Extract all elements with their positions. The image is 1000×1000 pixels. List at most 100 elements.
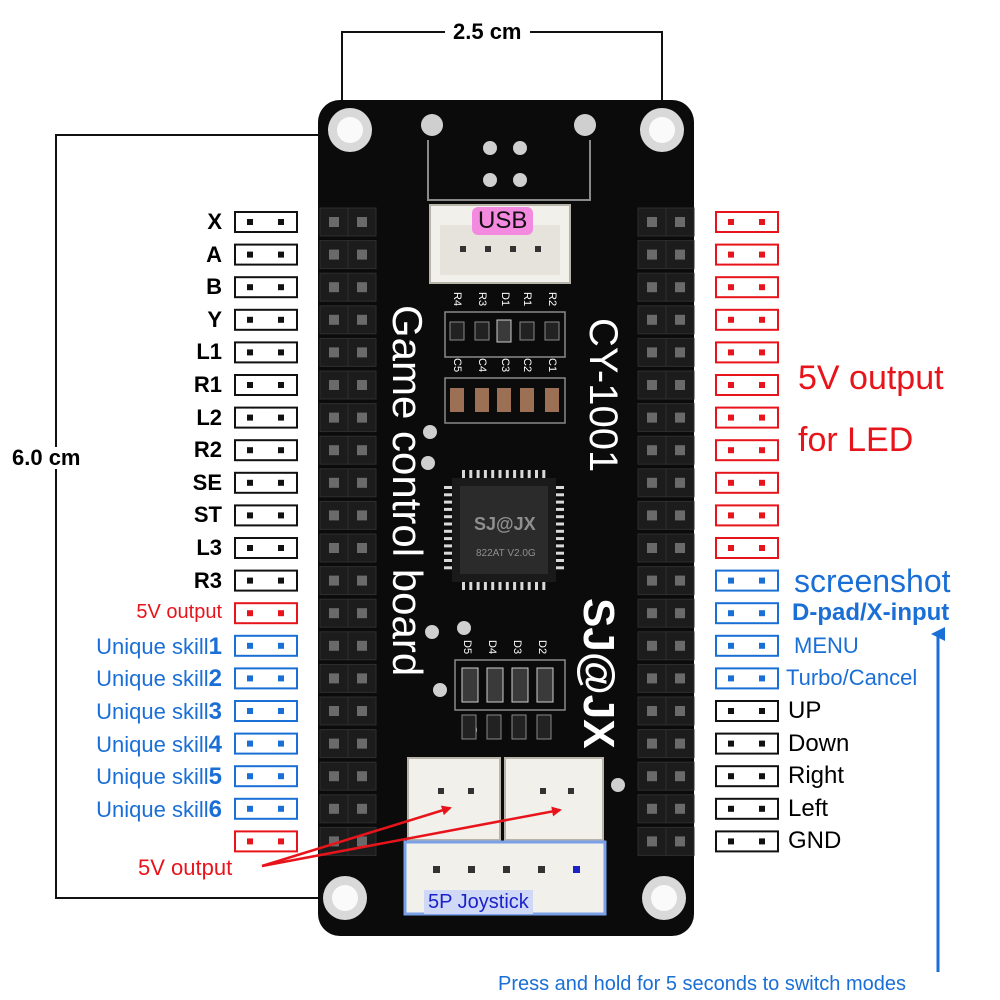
left-pin-label: Unique skill2 xyxy=(96,667,222,691)
mode-switch-note: Press and hold for 5 seconds to switch m… xyxy=(498,973,906,995)
left-pin-label-text: 5V output xyxy=(136,601,222,624)
left-pin-label-text: Unique skill xyxy=(96,666,209,692)
silkscreen-label: D3 xyxy=(511,640,523,654)
pin-box xyxy=(715,732,779,755)
right-pin-label: Right xyxy=(788,762,845,790)
right-pin-label: Left xyxy=(788,794,829,822)
left-pin-label-text: L2 xyxy=(196,404,222,430)
right-pin-boxes xyxy=(715,211,779,853)
chip-model: 822AT V2.0G xyxy=(476,548,536,559)
pin-box xyxy=(715,569,779,592)
left-pin-label-text: Unique skill xyxy=(96,731,209,757)
pin-box xyxy=(234,439,298,462)
pin-box xyxy=(234,308,298,331)
left-pin-boxes xyxy=(234,211,298,853)
skill-number: 3 xyxy=(208,698,222,725)
pin-box xyxy=(234,276,298,299)
board-model: CY-1001 xyxy=(581,318,625,472)
left-pin-label-text: L3 xyxy=(196,535,222,560)
joystick-label: 5P Joystick xyxy=(424,890,533,914)
height-dimension-label: 6.0 cm xyxy=(4,447,89,469)
pin-box xyxy=(715,276,779,299)
silkscreen-label: R1 xyxy=(521,292,533,306)
led-area xyxy=(454,659,566,740)
pin-box xyxy=(234,504,298,527)
left-pin-header xyxy=(319,207,377,856)
right-pin-label: GND xyxy=(788,827,842,855)
pin-box xyxy=(234,732,298,755)
annotation-arrows xyxy=(261,627,945,972)
silkscreen-label: C5 xyxy=(451,358,463,372)
pin-box xyxy=(234,569,298,592)
right-pin-header xyxy=(637,207,695,856)
left-pin-label-text: ST xyxy=(193,502,222,528)
led-output-line1: 5V output xyxy=(798,359,944,397)
pin-box xyxy=(715,504,779,527)
pin-box xyxy=(715,211,779,233)
pin-box xyxy=(715,341,779,364)
left-pin-label: R1 xyxy=(194,374,222,396)
left-pin-label: L1 xyxy=(196,341,222,363)
mounting-holes xyxy=(323,108,686,920)
pin-box xyxy=(234,797,298,820)
left-pin-label-text: R3 xyxy=(193,567,222,593)
pin-box xyxy=(715,243,779,266)
silkscreen-label: D1 xyxy=(499,292,511,306)
left-pin-label: Unique skill6 xyxy=(96,795,222,823)
chip-brand: SJ@JX xyxy=(474,514,536,534)
mcu-chip xyxy=(444,470,564,590)
right-pin-label: Down xyxy=(788,729,850,757)
left-pin-label: B xyxy=(206,276,222,298)
pin-box xyxy=(234,471,298,494)
pin-box xyxy=(234,667,298,690)
right-pin-label: MENU xyxy=(794,632,859,658)
usb-label: USB xyxy=(472,207,534,235)
left-pin-label-text: R1 xyxy=(193,372,222,397)
silkscreen-label: D4 xyxy=(486,640,498,654)
left-pin-label-text: Y xyxy=(207,306,222,332)
left-pin-label-text: SE xyxy=(192,469,222,495)
pin-box xyxy=(234,765,298,788)
left-pin-label: L3 xyxy=(196,537,222,559)
pin-box xyxy=(234,211,298,233)
pin-box xyxy=(234,374,298,396)
silkscreen-label: D2 xyxy=(536,640,548,654)
skill-number: 4 xyxy=(208,730,222,758)
pin-box xyxy=(234,341,298,364)
pin-box xyxy=(234,634,298,657)
left-pin-label: ST xyxy=(194,504,222,526)
left-pin-label-text: X xyxy=(207,209,222,234)
silkscreen-label: C2 xyxy=(521,358,533,372)
silkscreen-label: C3 xyxy=(499,358,511,372)
usb-pads xyxy=(421,114,596,201)
skill-number: 5 xyxy=(208,763,222,791)
left-pin-label: L2 xyxy=(196,404,222,430)
pin-box xyxy=(715,308,779,331)
pin-box xyxy=(715,439,779,462)
left-pin-label: Unique skill1 xyxy=(96,633,222,659)
pin-box xyxy=(234,700,298,722)
left-pin-label-text: R2 xyxy=(193,437,222,463)
silkscreen-label: C1 xyxy=(546,358,558,372)
silkscreen-label: R2 xyxy=(546,292,558,306)
left-pin-label: Y xyxy=(207,306,222,332)
pin-box xyxy=(234,602,298,625)
left-pin-label-text: A xyxy=(206,241,222,267)
skill-number: 6 xyxy=(208,795,222,823)
pin-box xyxy=(234,406,298,429)
right-pin-label: UP xyxy=(788,697,822,724)
pin-box xyxy=(234,243,298,266)
left-pin-label: A xyxy=(206,241,222,267)
skill-number: 2 xyxy=(208,665,222,693)
left-pin-label: SE xyxy=(192,469,222,495)
left-pin-label-text: Unique skill xyxy=(96,699,209,724)
left-pin-label-text: Unique skill xyxy=(96,764,209,790)
left-pin-label: Unique skill3 xyxy=(96,700,222,724)
pin-box xyxy=(715,471,779,494)
left-pin-label: X xyxy=(207,211,222,233)
left-pin-label: Unique skill5 xyxy=(96,765,222,789)
left-pin-label-text: Unique skill xyxy=(96,633,209,659)
left-pin-label: Unique skill4 xyxy=(96,730,222,758)
